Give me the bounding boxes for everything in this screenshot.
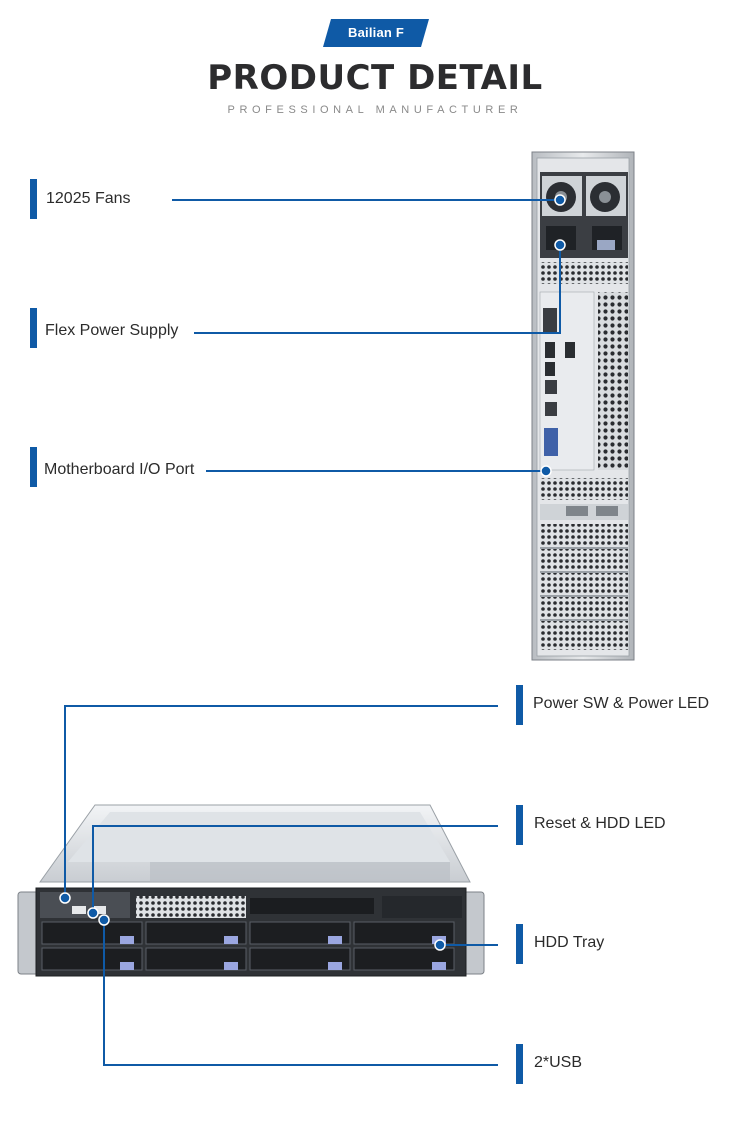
label-accent-bar xyxy=(516,685,523,725)
page-subtitle: PROFESSIONAL MANUFACTURER xyxy=(227,104,523,116)
brand-logo-badge xyxy=(323,19,429,47)
label-hdd-tray: HDD Tray xyxy=(534,934,605,951)
label-accent-bar xyxy=(30,179,37,219)
label-usb: 2*USB xyxy=(534,1054,583,1071)
label-accent-bar xyxy=(516,805,523,845)
label-power-supply: Flex Power Supply xyxy=(45,322,179,339)
label-reset: Reset & HDD LED xyxy=(534,815,666,832)
label-power-switch: Power SW & Power LED xyxy=(533,695,710,712)
page-title: PRODUCT DETAIL xyxy=(207,58,543,98)
label-accent-bar xyxy=(30,308,37,348)
label-accent-bar xyxy=(30,447,37,487)
label-accent-bar xyxy=(516,924,523,964)
label-io-port: Motherboard I/O Port xyxy=(44,461,195,478)
label-accent-bar xyxy=(516,1044,523,1084)
label-fans: 12025 Fans xyxy=(46,190,131,207)
brand-logo-text: Bailian F xyxy=(348,25,404,40)
